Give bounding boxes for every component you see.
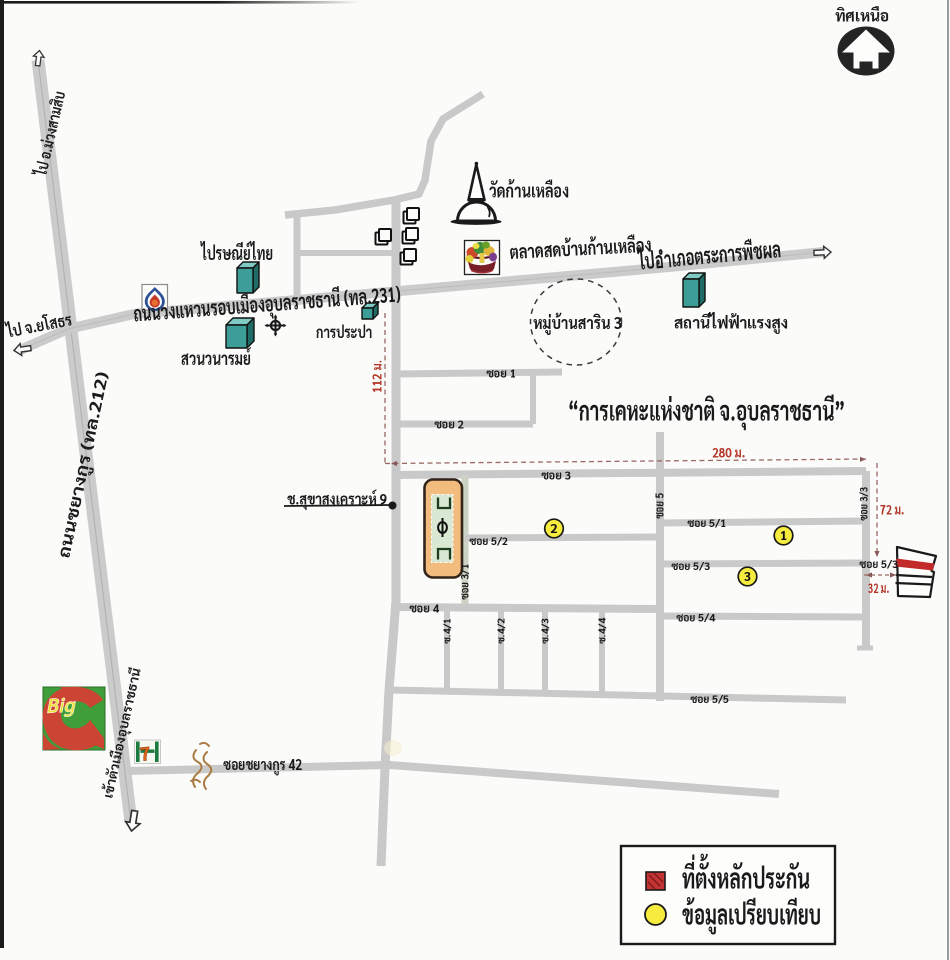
svg-text:Big: Big <box>45 690 77 718</box>
svg-text:ซอย 5: ซอย 5 <box>652 493 667 519</box>
svg-text:ซอย 5/3: ซอย 5/3 <box>859 556 898 571</box>
svg-text:หมู่บ้านสาริน 3: หมู่บ้านสาริน 3 <box>533 311 622 336</box>
svg-text:ไปรษณีย์ไทย: ไปรษณีย์ไทย <box>200 241 273 265</box>
svg-text:ซอย 5/5: ซอย 5/5 <box>690 691 729 706</box>
svg-text:ซอย 2: ซอย 2 <box>434 417 464 432</box>
svg-text:ซอย 3/3: ซอย 3/3 <box>856 487 871 521</box>
svg-text:ที่ตั้งหลักประกัน: ที่ตั้งหลักประกัน <box>682 852 810 895</box>
svg-text:ช.สุขาสงเคราะห์ 9: ช.สุขาสงเคราะห์ 9 <box>287 489 387 511</box>
svg-text:ซอย 4: ซอย 4 <box>409 601 439 616</box>
svg-text:ซอย 5/2: ซอย 5/2 <box>469 533 508 548</box>
svg-text:สถานีไฟฟ้าแรงสูง: สถานีไฟฟ้าแรงสูง <box>674 311 788 336</box>
svg-text:2: 2 <box>550 520 557 537</box>
svg-text:7: 7 <box>139 741 152 766</box>
svg-text:32 ม.: 32 ม. <box>868 580 889 597</box>
svg-text:ซอย 3/1: ซอย 3/1 <box>457 564 472 600</box>
svg-text:ซ.4/2: ซ.4/2 <box>495 618 508 644</box>
svg-text:ซ.4/3: ซ.4/3 <box>539 618 552 644</box>
svg-text:ซอยชยางกูร 42: ซอยชยางกูร 42 <box>223 753 302 776</box>
svg-text:3: 3 <box>744 568 751 585</box>
svg-text:ซอย 1: ซอย 1 <box>486 366 516 381</box>
svg-text:ทิศเหนือ: ทิศเหนือ <box>835 4 889 26</box>
svg-text:280 ม.: 280 ม. <box>712 445 745 462</box>
svg-text:ซอย 5/4: ซอย 5/4 <box>676 610 716 625</box>
svg-text:ซอย 3: ซอย 3 <box>541 468 571 483</box>
svg-text:112 ม.: 112 ม. <box>369 360 386 393</box>
svg-text:ซ.4/1: ซ.4/1 <box>441 618 454 644</box>
svg-text:1: 1 <box>780 527 787 544</box>
svg-text:ซอย 5/3: ซอย 5/3 <box>671 558 710 573</box>
svg-text:ข้อมูลเปรียบเทียบ: ข้อมูลเปรียบเทียบ <box>682 896 821 935</box>
svg-text:“การเคหะแห่งชาติ จ.อุบลราชธานี: “การเคหะแห่งชาติ จ.อุบลราชธานี” <box>568 393 845 431</box>
svg-text:72 ม.: 72 ม. <box>880 502 904 519</box>
svg-text:การประปา: การประปา <box>316 321 372 342</box>
svg-text:ซอย 5/1: ซอย 5/1 <box>687 515 726 530</box>
svg-text:วัดก้านเหลือง: วัดก้านเหลือง <box>489 179 569 203</box>
svg-text:สวนวนารมย์: สวนวนารมย์ <box>181 347 251 370</box>
svg-text:ซ.4/4: ซ.4/4 <box>596 618 609 644</box>
